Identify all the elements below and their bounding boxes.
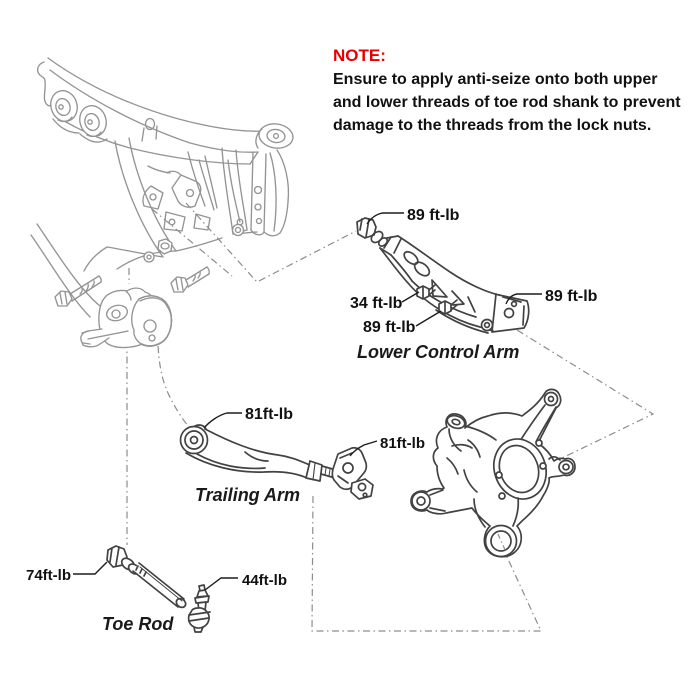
svg-text:and lower threads of toe rod s: and lower threads of toe rod shank to pr… [333, 94, 681, 111]
svg-text:Trailing Arm: Trailing Arm [195, 485, 300, 505]
svg-text:Toe Rod: Toe Rod [102, 614, 174, 634]
svg-text:81ft-lb: 81ft-lb [245, 406, 293, 423]
svg-text:damage to the threads from the: damage to the threads from the lock nuts… [333, 117, 651, 134]
svg-text:Ensure to apply anti-seize ont: Ensure to apply anti-seize onto both upp… [333, 71, 657, 88]
svg-text:89 ft-lb: 89 ft-lb [363, 319, 416, 336]
svg-text:89 ft-lb: 89 ft-lb [407, 207, 460, 224]
svg-text:34 ft-lb: 34 ft-lb [350, 295, 403, 312]
svg-text:Lower Control Arm: Lower Control Arm [357, 342, 519, 362]
svg-text:74ft-lb: 74ft-lb [26, 567, 71, 584]
svg-text:44ft-lb: 44ft-lb [242, 572, 287, 589]
svg-text:89 ft-lb: 89 ft-lb [545, 288, 598, 305]
svg-text:NOTE:: NOTE: [333, 46, 386, 65]
svg-text:81ft-lb: 81ft-lb [380, 435, 425, 452]
